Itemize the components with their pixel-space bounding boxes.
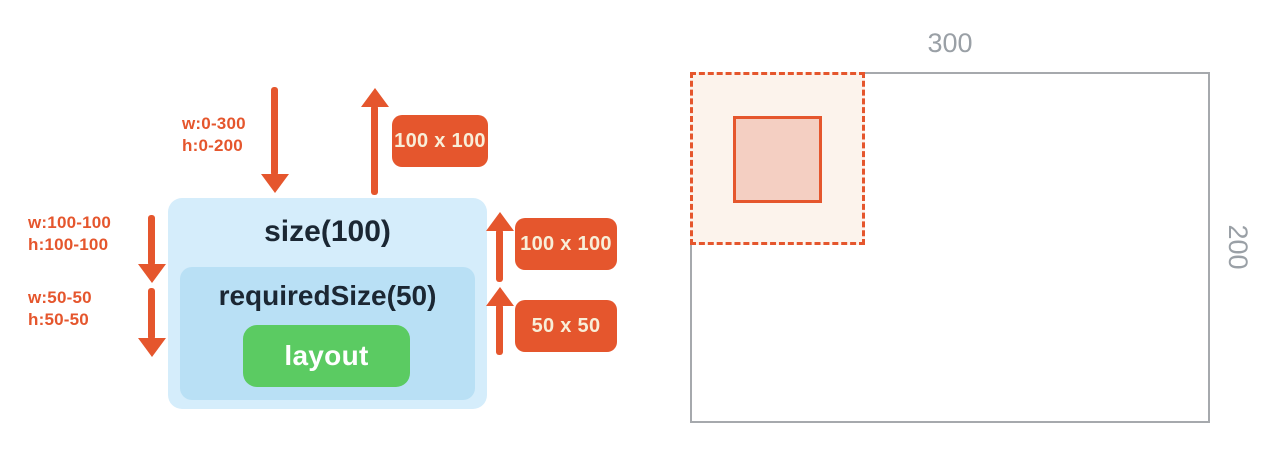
arrow-head bbox=[486, 212, 514, 231]
parent-width-label: 300 bbox=[927, 28, 973, 58]
arrow-head bbox=[486, 287, 514, 306]
size-constraints-arrow bbox=[138, 215, 166, 283]
measured-size-badge-middle: 100 x 100 bbox=[515, 218, 617, 270]
arrow-head bbox=[138, 264, 166, 283]
measured-size-badge-bottom: 50 x 50 bbox=[515, 300, 617, 352]
layout-node-box: layout bbox=[243, 325, 410, 387]
required-size-constraints-label: w:50-50 h:50-50 bbox=[28, 287, 92, 331]
arrow-head bbox=[138, 338, 166, 357]
required-size-modifier-box: requiredSize(50) layout bbox=[180, 267, 475, 400]
size-result-arrow bbox=[486, 212, 514, 282]
incoming-constraints-line1: w:0-300 bbox=[182, 114, 246, 133]
arrow-head bbox=[261, 174, 289, 193]
incoming-constraints-arrow bbox=[261, 87, 289, 193]
size-modifier-box: size(100) requiredSize(50) layout bbox=[168, 198, 487, 409]
arrow-line bbox=[148, 288, 155, 340]
arrow-line bbox=[148, 215, 155, 266]
size-constraints-line2: h:100-100 bbox=[28, 235, 109, 254]
required-size-constraints-line2: h:50-50 bbox=[28, 310, 89, 329]
arrow-line bbox=[496, 229, 503, 282]
arrow-line bbox=[496, 304, 503, 355]
size-modifier-label: size(100) bbox=[264, 215, 391, 248]
arrow-head bbox=[361, 88, 389, 107]
arrow-line bbox=[371, 105, 378, 195]
required-size-constraints-arrow bbox=[138, 288, 166, 357]
measured-size-arrow-top bbox=[361, 88, 389, 195]
incoming-constraints-line2: h:0-200 bbox=[182, 136, 243, 155]
required-size-result-arrow bbox=[486, 287, 514, 355]
required-size-modifier-label: requiredSize(50) bbox=[218, 280, 437, 311]
size-constraints-label: w:100-100 h:100-100 bbox=[28, 212, 111, 256]
required-size-constraints-line1: w:50-50 bbox=[28, 288, 92, 307]
incoming-constraints-label: w:0-300 h:0-200 bbox=[182, 113, 246, 157]
arrow-line bbox=[271, 87, 278, 176]
parent-height-label: 200 bbox=[1223, 224, 1253, 270]
size-constraints-line1: w:100-100 bbox=[28, 213, 112, 232]
measured-size-badge-top: 100 x 100 bbox=[392, 115, 488, 167]
measured-content-box bbox=[733, 116, 822, 203]
